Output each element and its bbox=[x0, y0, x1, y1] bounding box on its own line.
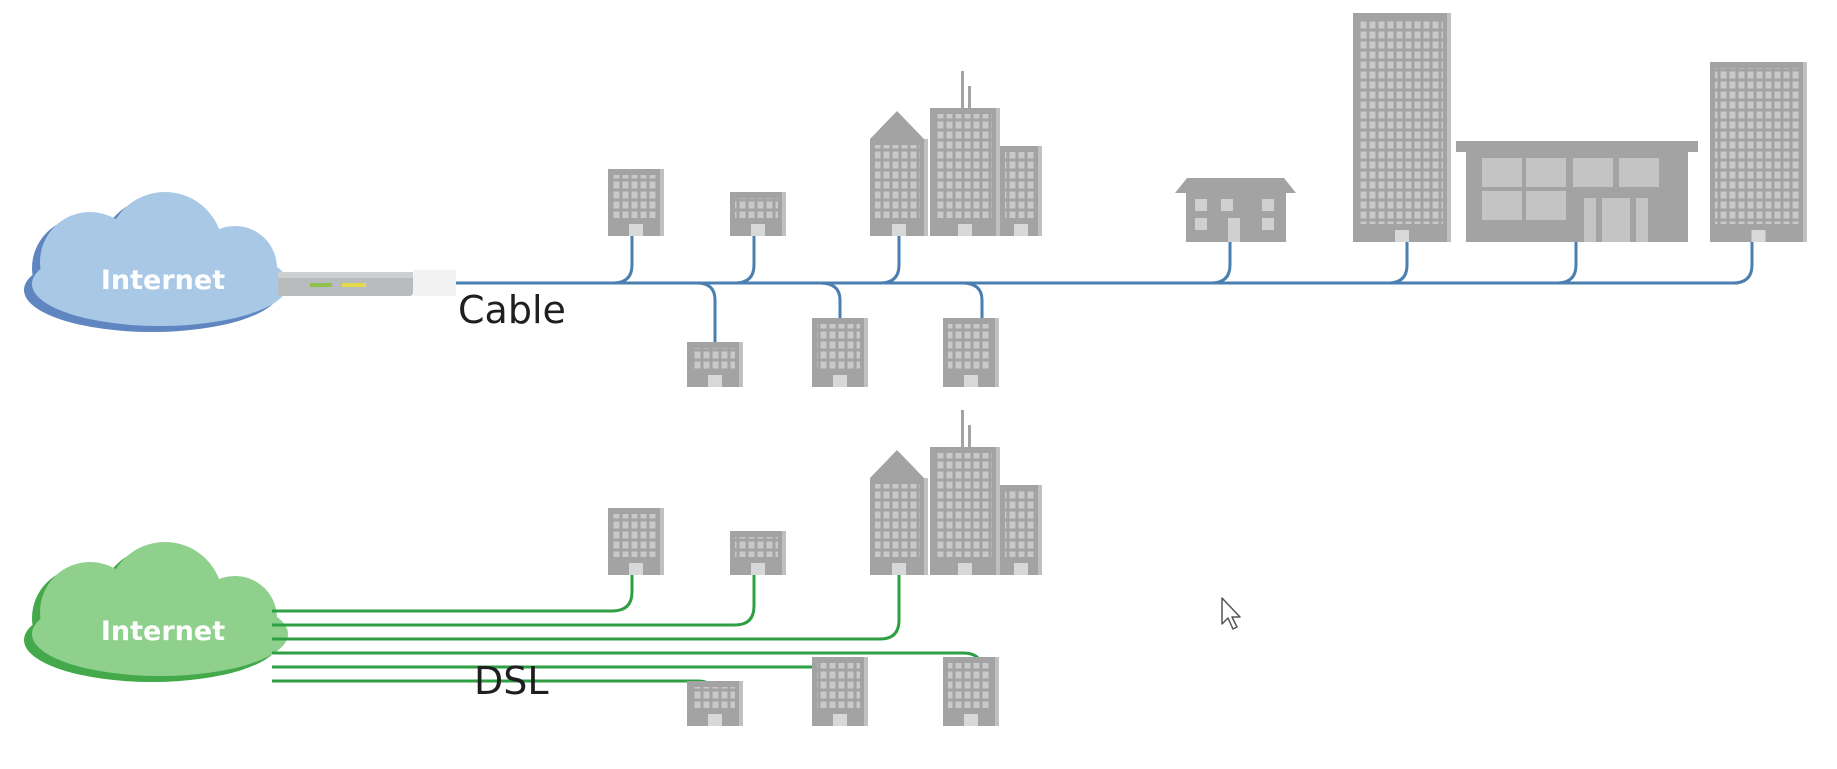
building-icon bbox=[1000, 485, 1042, 575]
building-icon bbox=[608, 508, 664, 575]
building-icon bbox=[812, 318, 868, 387]
skyscraper-icon bbox=[930, 447, 1000, 575]
mouse-pointer-icon bbox=[1221, 597, 1241, 630]
cable-network: Internet Cable bbox=[24, 192, 1754, 342]
dsl-connection-label: DSL bbox=[474, 659, 549, 703]
building-icon bbox=[870, 139, 928, 236]
cable-modem-icon bbox=[278, 270, 456, 296]
building-icon bbox=[687, 342, 743, 387]
skyscraper-icon bbox=[1710, 62, 1807, 242]
dsl-internet-cloud-icon: Internet bbox=[24, 542, 288, 682]
building-icon bbox=[730, 192, 786, 236]
cable-connection-label: Cable bbox=[458, 288, 566, 332]
office-cluster-icon bbox=[870, 111, 924, 139]
warehouse-icon bbox=[1456, 141, 1698, 242]
building-icon bbox=[870, 478, 928, 575]
skyscraper-icon bbox=[1353, 13, 1451, 242]
building-icon bbox=[943, 657, 999, 726]
cable-drop-lines bbox=[612, 236, 1754, 342]
dsl-cloud-label: Internet bbox=[101, 616, 225, 647]
cable-internet-cloud-icon: Internet bbox=[24, 192, 288, 332]
building-icon bbox=[608, 169, 664, 236]
office-cluster-icon bbox=[870, 450, 924, 478]
dsl-network: Internet DSL bbox=[24, 542, 984, 703]
building-icon bbox=[812, 657, 868, 726]
dsl-lines bbox=[272, 574, 984, 699]
building-icon bbox=[687, 681, 743, 726]
building-icon bbox=[730, 531, 786, 575]
cable-cloud-label: Internet bbox=[101, 265, 225, 296]
building-icon bbox=[943, 318, 999, 387]
buildings bbox=[608, 13, 1807, 726]
building-icon bbox=[1000, 146, 1042, 236]
skyscraper-icon bbox=[930, 108, 1000, 236]
house-icon bbox=[1175, 178, 1296, 242]
